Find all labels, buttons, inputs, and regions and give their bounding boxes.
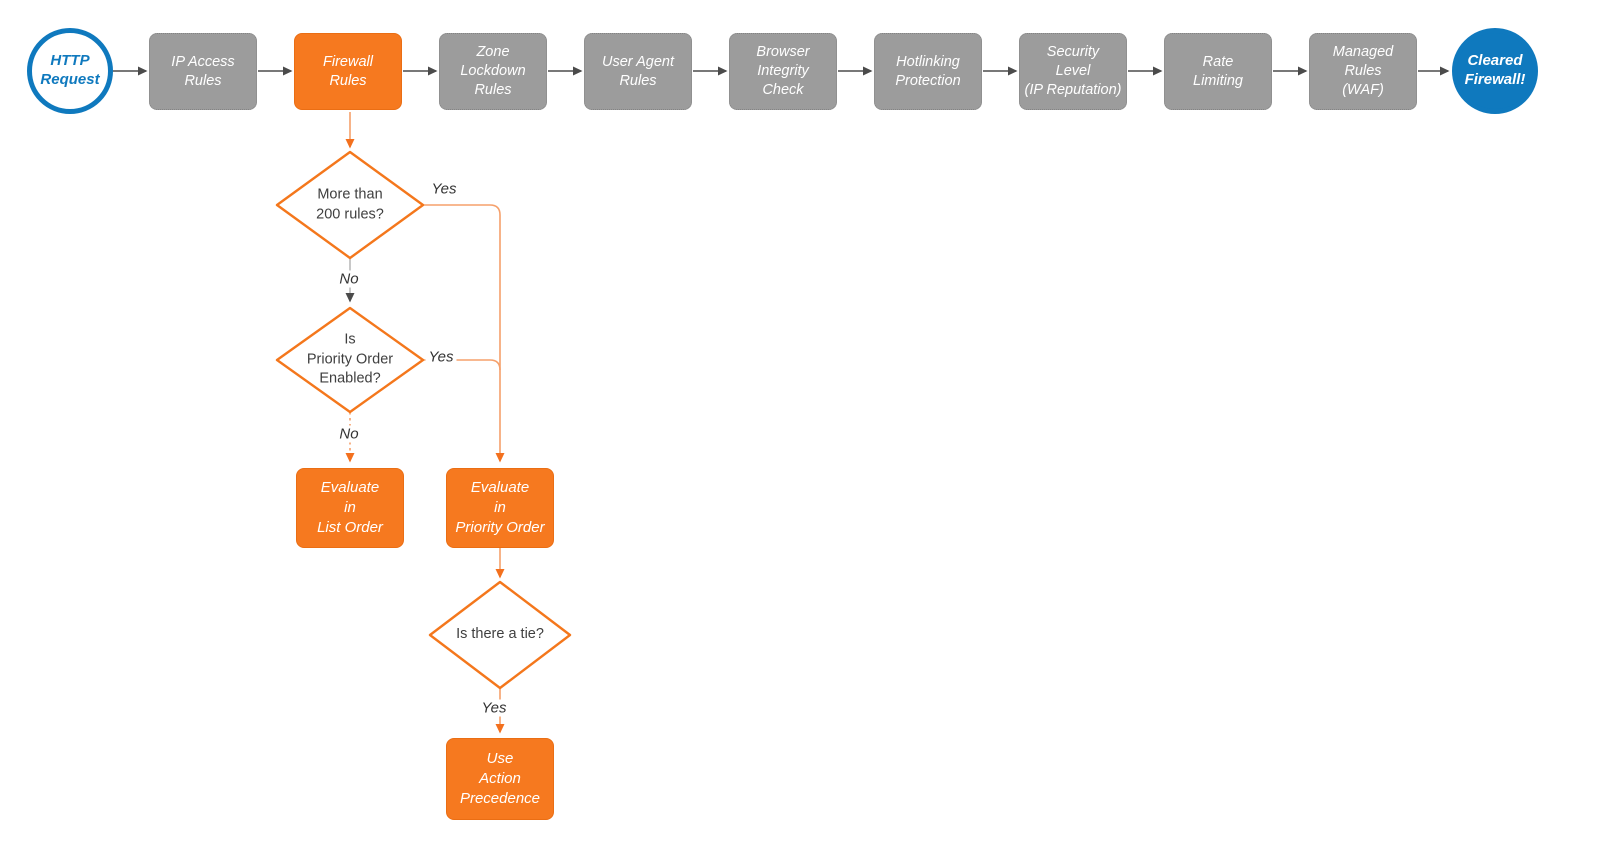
decision-is-there-a-tie-shape — [428, 580, 572, 690]
decision-more-than-200-rules-shape — [275, 150, 425, 260]
node-firewall-rules: Firewall Rules — [294, 33, 402, 110]
edge-label-no-priority-enabled: No — [336, 425, 362, 443]
node-hotlinking-protection: Hotlinking Protection — [874, 33, 982, 110]
edge-label-yes-tie: Yes — [478, 699, 510, 717]
node-user-agent-rules: User Agent Rules — [584, 33, 692, 110]
node-browser-integrity-check: Browser Integrity Check — [729, 33, 837, 110]
node-rate-limiting: Rate Limiting — [1164, 33, 1272, 110]
node-managed-rules-waf: Managed Rules (WAF) — [1309, 33, 1417, 110]
node-security-level-ip-reputation: Security Level (IP Reputation) — [1019, 33, 1127, 110]
edge-decision2-yes — [423, 359, 501, 371]
decision-priority-order-enabled-label: Is Priority Order Enabled? — [306, 331, 394, 387]
node-ip-access-rules: IP Access Rules — [149, 33, 257, 110]
edge-decision1-yes — [423, 204, 505, 463]
node-evaluate-in-list-order: Evaluate in List Order — [296, 468, 404, 548]
node-cleared-firewall: Cleared Firewall! — [1452, 28, 1538, 114]
node-use-action-precedence: Use Action Precedence — [446, 738, 554, 820]
edge-label-yes-priority-enabled: Yes — [425, 348, 457, 366]
node-evaluate-in-priority-order: Evaluate in Priority Order — [446, 468, 554, 548]
decision-priority-order-enabled-shape — [275, 306, 425, 414]
decision-more-than-200-rules-label: More than 200 rules? — [316, 186, 384, 222]
node-zone-lockdown-rules: Zone Lockdown Rules — [439, 33, 547, 110]
edge-label-no-more-than-200: No — [336, 270, 362, 288]
decision-is-there-a-tie-label: Is there a tie? — [456, 626, 544, 643]
edge-label-yes-more-than-200: Yes — [431, 180, 457, 198]
node-http-request: HTTP Request — [27, 28, 113, 114]
